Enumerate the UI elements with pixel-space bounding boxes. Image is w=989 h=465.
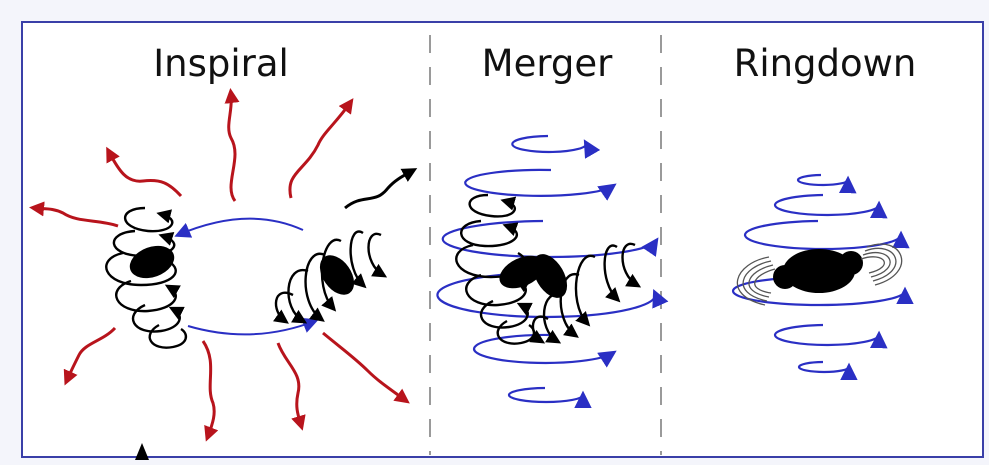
black-hole-icon [532,254,568,298]
ringing-lines-icon [736,243,903,306]
ringdown-panel [731,173,914,381]
merger-panel [436,134,669,409]
orbit-arrow-icon [174,217,304,238]
orbit-arrow-icon [187,317,319,336]
panel-title-merger: Merger [482,42,613,85]
inspiral-panel [29,88,418,460]
gravitational-wave-arrow-icon [29,88,410,442]
diagram-canvas: Inspiral Merger Ringdown [29,35,917,460]
black-hole-icon [319,255,355,295]
spin-swirl-icon [455,193,642,345]
gravitational-wave-arrow-icon [344,168,418,210]
spin-swirl-icon [105,206,188,349]
figure-frame: Inspiral Merger Ringdown [21,21,984,460]
black-hole-icon [773,249,863,293]
black-hole-icon [129,245,175,279]
arrow-tip-icon [135,443,149,460]
panel-title-ringdown: Ringdown [734,42,917,85]
panel-title-inspiral: Inspiral [153,42,289,85]
